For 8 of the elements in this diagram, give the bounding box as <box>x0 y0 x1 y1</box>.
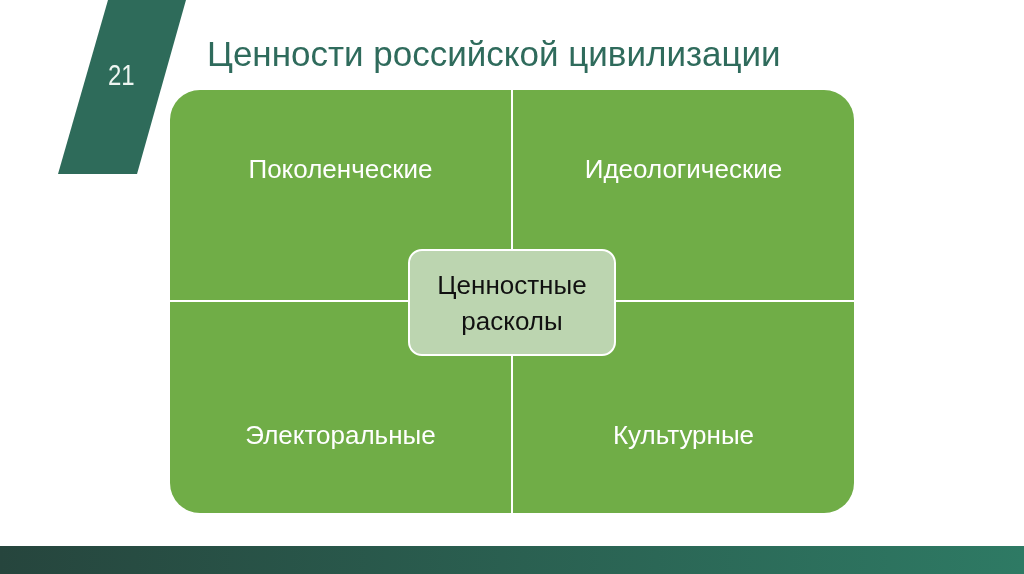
quadrant-label: Электоральные <box>244 419 437 451</box>
quadrant-label: Поколенческие <box>247 153 434 185</box>
slide-title: Ценности российской цивилизации <box>207 33 781 75</box>
quadrant-label: Идеологические <box>583 153 784 185</box>
central-label: Ценностные расколы <box>436 268 588 338</box>
quadrant-label: Культурные <box>611 419 756 451</box>
slide-number: 21 <box>108 58 135 92</box>
central-box <box>408 249 616 356</box>
